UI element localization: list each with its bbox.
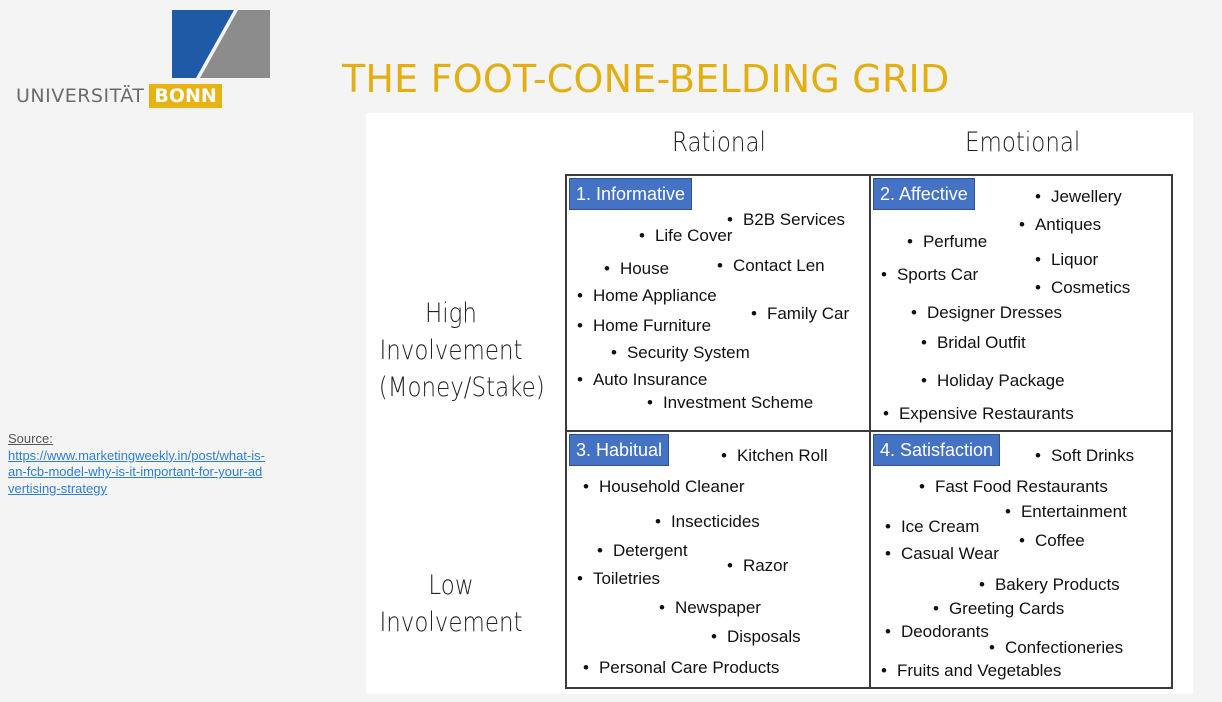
quadrant-label: 3. Habitual bbox=[569, 434, 670, 466]
quadrant-informative: 1. Informative B2B Services Life Cover H… bbox=[567, 176, 871, 432]
list-item: Insecticides bbox=[655, 512, 760, 532]
row-label-line: Involvement bbox=[379, 607, 523, 638]
list-item: Contact Len bbox=[717, 256, 825, 276]
list-item: Confectioneries bbox=[989, 638, 1123, 658]
list-item: Bakery Products bbox=[979, 575, 1120, 595]
logo-word: UNIVERSITÄT bbox=[16, 85, 145, 107]
university-logo: UNIVERSITÄT BONN bbox=[16, 84, 222, 108]
list-item: Jewellery bbox=[1035, 187, 1122, 207]
list-item: Bridal Outfit bbox=[921, 333, 1026, 353]
list-item: Detergent bbox=[597, 541, 688, 561]
list-item: Ice Cream bbox=[885, 517, 979, 537]
quadrant-label: 2. Affective bbox=[873, 178, 975, 210]
list-item: B2B Services bbox=[727, 210, 845, 230]
row-label-line: High bbox=[425, 298, 477, 329]
list-item: Greeting Cards bbox=[933, 599, 1064, 619]
list-item: Razor bbox=[727, 556, 788, 576]
list-item: Home Appliance bbox=[577, 286, 717, 306]
list-item: Newspaper bbox=[659, 598, 761, 618]
list-item: Kitchen Roll bbox=[721, 446, 828, 466]
page-title: THE FOOT-CONE-BELDING GRID bbox=[342, 57, 950, 101]
fcb-grid: 1. Informative B2B Services Life Cover H… bbox=[565, 174, 1173, 689]
list-item: Expensive Restaurants bbox=[883, 404, 1074, 424]
list-item: Designer Dresses bbox=[911, 303, 1062, 323]
university-logo-mark bbox=[172, 10, 270, 78]
list-item: Soft Drinks bbox=[1035, 446, 1134, 466]
list-item: Home Furniture bbox=[577, 316, 711, 336]
list-item: Personal Care Products bbox=[583, 658, 779, 678]
list-item: Security System bbox=[611, 343, 750, 363]
list-item: Liquor bbox=[1035, 250, 1098, 270]
list-item: Life Cover bbox=[639, 226, 732, 246]
list-item: Household Cleaner bbox=[583, 477, 745, 497]
row-label-line: (Money/Stake) bbox=[378, 372, 545, 403]
list-item: Fast Food Restaurants bbox=[919, 477, 1108, 497]
list-item: Family Car bbox=[751, 304, 849, 324]
list-item: Deodorants bbox=[885, 622, 989, 642]
quadrant-satisfaction: 4. Satisfaction Soft Drinks Fast Food Re… bbox=[871, 432, 1173, 687]
quadrant-label: 1. Informative bbox=[569, 178, 693, 210]
row-label-high-involvement: High Involvement (Money/Stake) bbox=[378, 295, 545, 406]
list-item: Sports Car bbox=[881, 265, 978, 285]
list-item: Cosmetics bbox=[1035, 278, 1130, 298]
quadrant-habitual: 3. Habitual Kitchen Roll Household Clean… bbox=[567, 432, 871, 687]
fcb-grid-figure: Rational Emotional High Involvement (Mon… bbox=[366, 113, 1193, 694]
row-label-line: Involvement bbox=[379, 335, 523, 366]
list-item: Fruits and Vegetables bbox=[881, 661, 1061, 681]
column-label-rational: Rational bbox=[672, 127, 766, 158]
source-label: Source: bbox=[8, 431, 53, 446]
source-link[interactable]: https://www.marketingweekly.in/post/what… bbox=[8, 447, 265, 496]
list-item: Toiletries bbox=[577, 569, 660, 589]
list-item: Disposals bbox=[711, 627, 801, 647]
logo-highlight: BONN bbox=[149, 84, 222, 108]
list-item: Coffee bbox=[1019, 531, 1085, 551]
quadrant-label: 4. Satisfaction bbox=[873, 434, 1001, 466]
list-item: Investment Scheme bbox=[647, 393, 813, 413]
list-item: Antiques bbox=[1019, 215, 1101, 235]
list-item: Entertainment bbox=[1005, 502, 1127, 522]
column-label-emotional: Emotional bbox=[965, 127, 1081, 158]
list-item: Perfume bbox=[907, 232, 987, 252]
list-item: Casual Wear bbox=[885, 544, 999, 564]
list-item: House bbox=[604, 259, 669, 279]
list-item: Holiday Package bbox=[921, 371, 1065, 391]
list-item: Auto Insurance bbox=[577, 370, 707, 390]
quadrant-affective: 2. Affective Jewellery Antiques Perfume … bbox=[871, 176, 1173, 432]
source-note: Source: https://www.marketingweekly.in/p… bbox=[8, 431, 268, 497]
row-label-line: Low bbox=[428, 570, 474, 601]
row-label-low-involvement: Low Involvement bbox=[379, 567, 524, 641]
